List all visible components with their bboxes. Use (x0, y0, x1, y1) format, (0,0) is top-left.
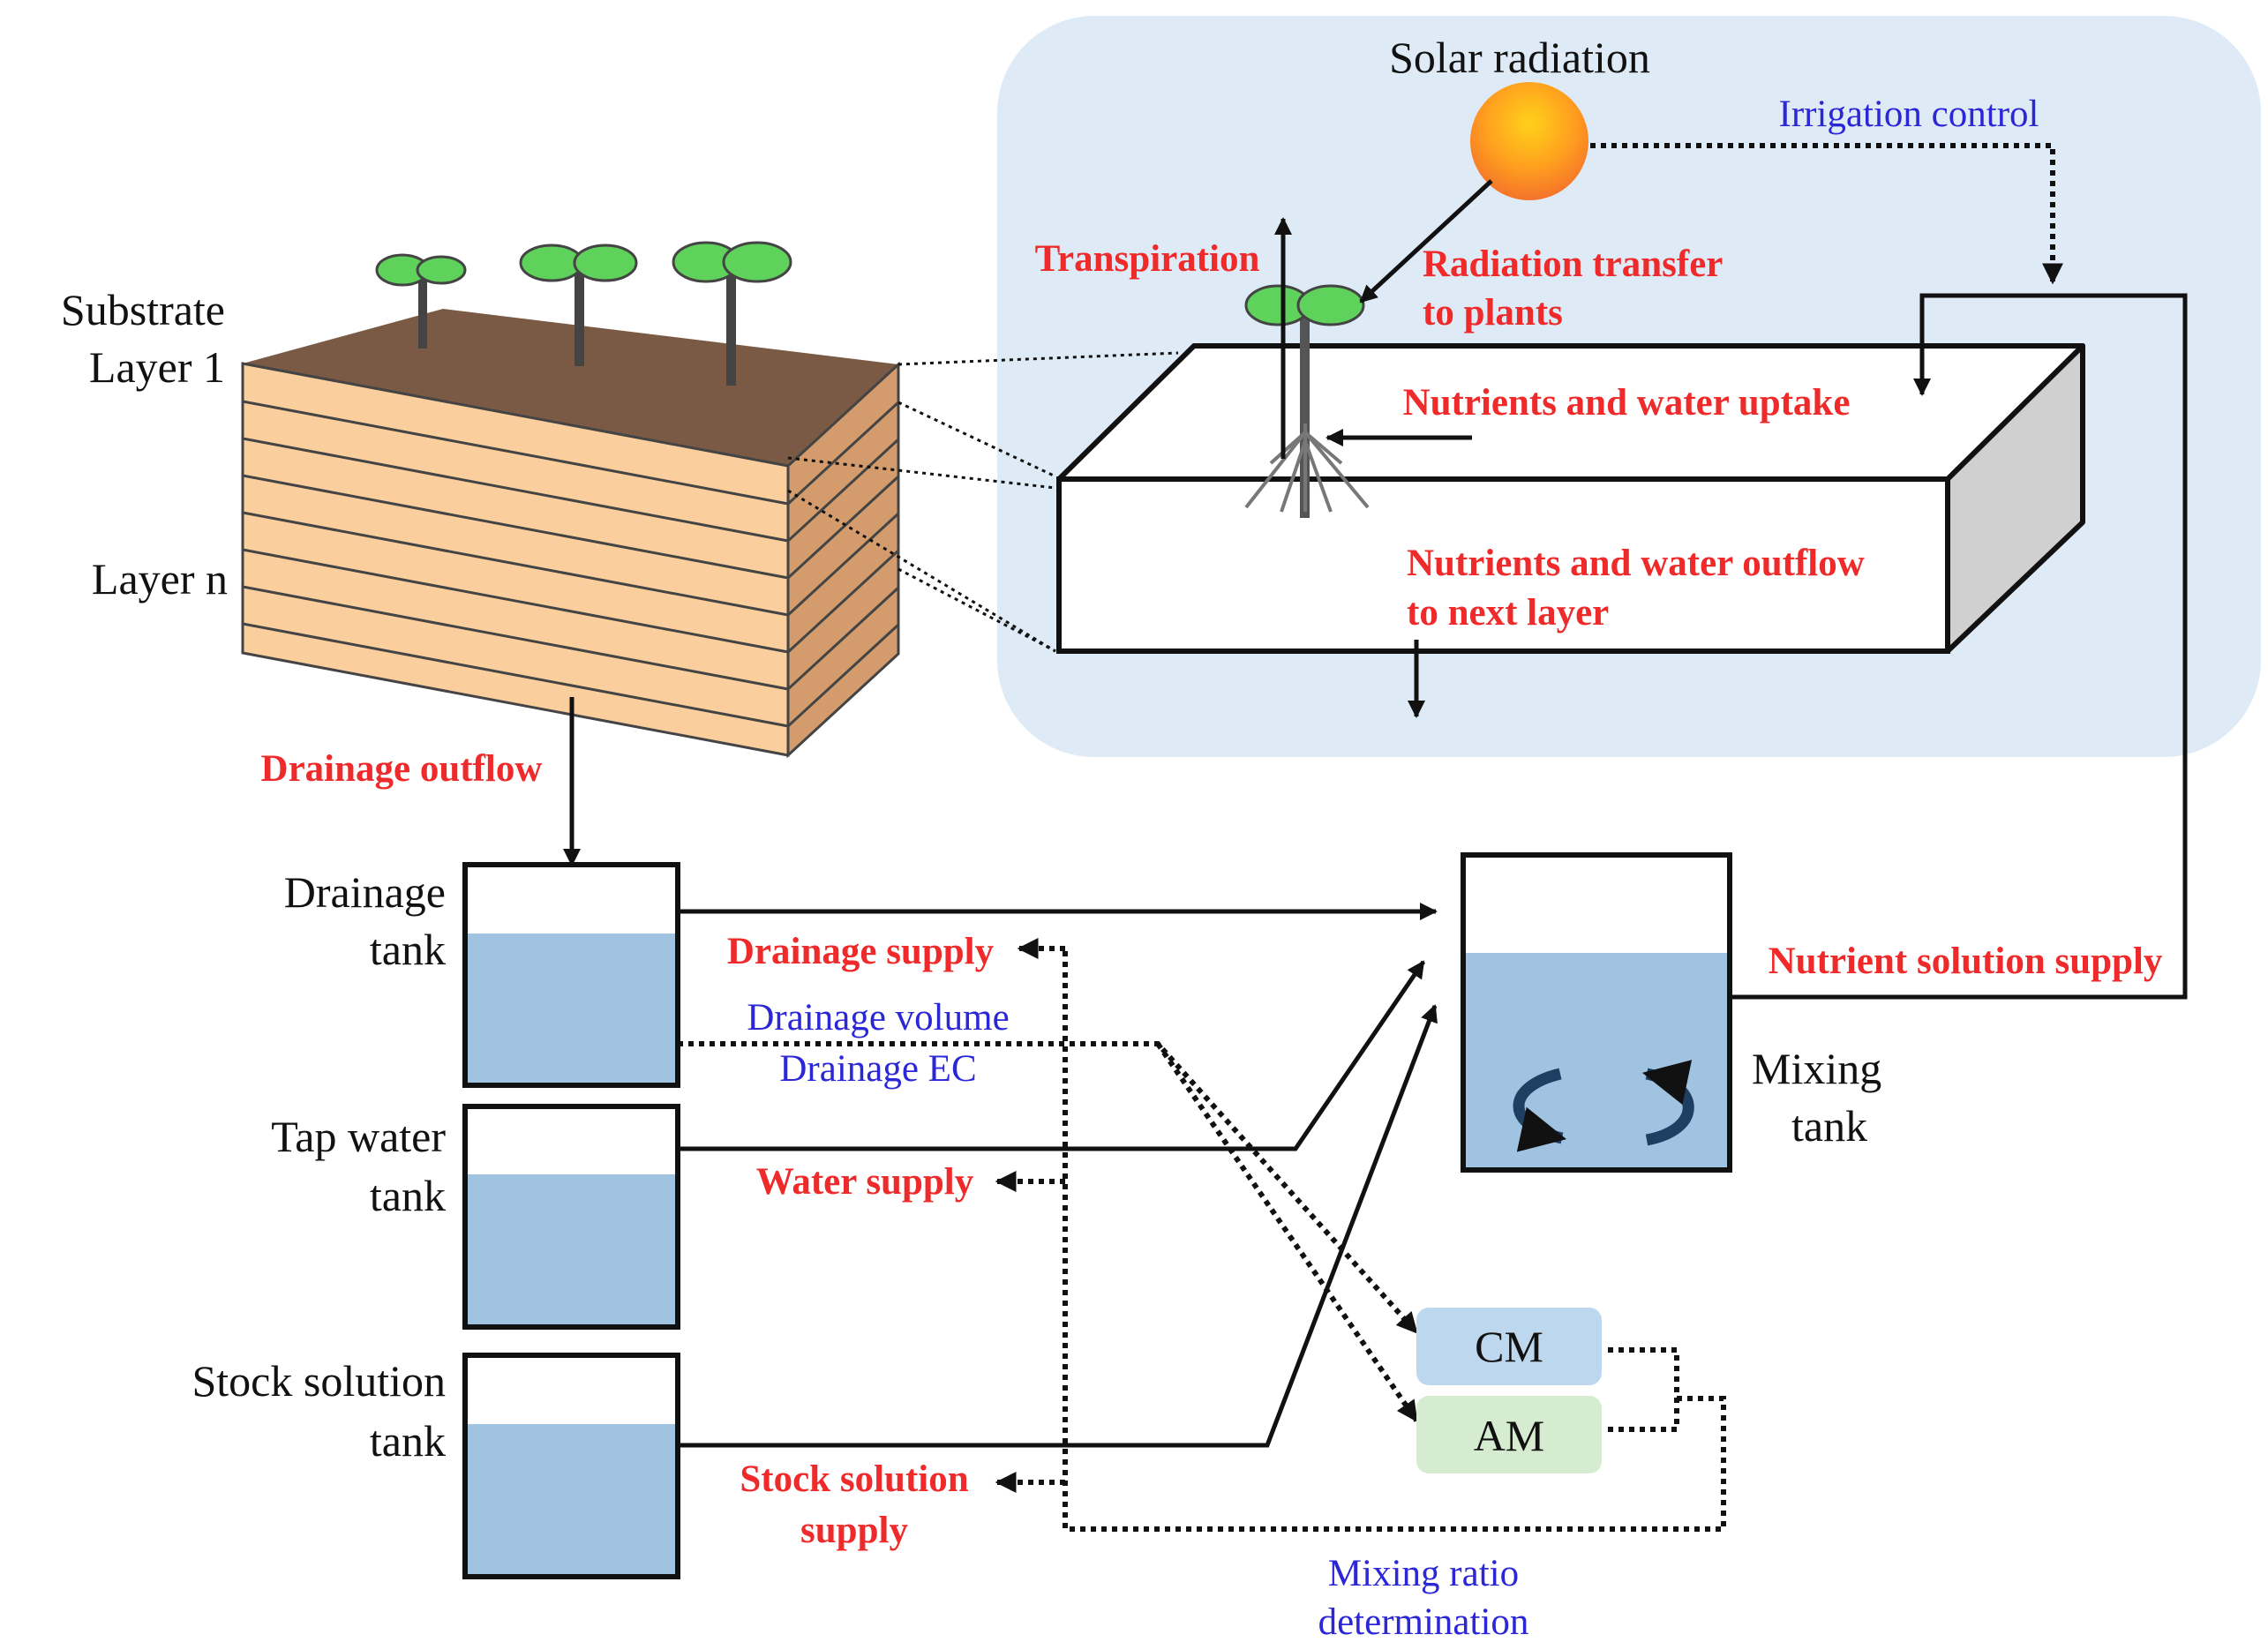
transpiration-label: Transpiration (1035, 238, 1260, 280)
mixing-tank-label-line1: Mixing (1752, 1044, 1881, 1093)
drainage-sensor-link-am (1155, 1042, 1419, 1422)
plant-roots (1244, 424, 1370, 513)
substrate-side-face (243, 364, 788, 755)
mixing-arrow-right-icon (1641, 1060, 1694, 1146)
radiation-transfer-label-line2: to plants (1423, 292, 1563, 334)
stock-solution-tank (462, 1353, 680, 1579)
water-supply-label: Water supply (756, 1161, 974, 1203)
plant-in-layer (1244, 284, 1370, 518)
drainage-outflow-label: Drainage outflow (261, 748, 543, 790)
tap-tank-label-line2: tank (370, 1171, 446, 1220)
seedling (519, 244, 638, 366)
irrigation-control-link (1590, 143, 2063, 285)
nutrient-supply-label: Nutrient solution supply (1769, 941, 2163, 982)
am-label: AM (1474, 1411, 1545, 1460)
drainage-ec-label: Drainage EC (779, 1048, 976, 1090)
water-supply-line (678, 960, 1426, 1151)
tap-water-tank (462, 1104, 680, 1330)
stock-supply-label-line1: Stock solution (740, 1458, 968, 1500)
sun-icon (1470, 82, 1588, 200)
stock-tank-label-line1: Stock solution (192, 1356, 446, 1406)
mixing-tank-label-line2: tank (1791, 1101, 1867, 1151)
cm-box (1416, 1308, 1602, 1385)
ratio-feedback-link (1608, 1347, 1679, 1432)
stock-tank-label-line2: tank (370, 1416, 446, 1466)
radiation-transfer-label-line1: Radiation transfer (1423, 244, 1723, 285)
zoom-lines (787, 351, 1179, 653)
layer-1-label: Layer 1 (89, 342, 225, 392)
irrigation-control-label: Irrigation control (1779, 94, 2039, 135)
ratio-output-link (1063, 948, 1726, 1532)
drainage-supply-label: Drainage supply (727, 931, 995, 972)
mixing-ratio-label-line2: determination (1318, 1601, 1529, 1642)
drainage-volume-label: Drainage volume (747, 997, 1009, 1038)
cm-label: CM (1475, 1322, 1543, 1371)
outflow-label-line2: to next layer (1407, 592, 1609, 634)
seedling (375, 253, 467, 349)
uptake-label: Nutrients and water uptake (1403, 382, 1851, 424)
substrate-label: Substrate (61, 285, 225, 334)
stock-supply-label-line2: supply (800, 1510, 908, 1551)
mixing-tank (1461, 852, 1732, 1173)
solar-radiation-label: Solar radiation (1389, 33, 1650, 82)
am-box (1416, 1396, 1602, 1473)
tap-tank-label-line1: Tap water (271, 1112, 446, 1161)
stock-supply-line (678, 1004, 1438, 1448)
drainage-tank-label-line2: tank (370, 925, 446, 974)
layer-n-label: Layer n (92, 554, 228, 604)
mixing-arrow-left-icon (1513, 1068, 1567, 1152)
radiation-arrow (1359, 179, 1493, 304)
seedling (672, 241, 792, 386)
drainage-tank-label-line1: Drainage (284, 867, 446, 917)
nutrient-supply-line (1732, 293, 2188, 1000)
mixing-ratio-label-line1: Mixing ratio (1328, 1553, 1519, 1594)
substrate-block (241, 309, 900, 759)
outflow-label-line1: Nutrients and water outflow (1407, 543, 1865, 584)
substrate-end-face (788, 364, 898, 755)
drainage-tank (462, 862, 680, 1088)
